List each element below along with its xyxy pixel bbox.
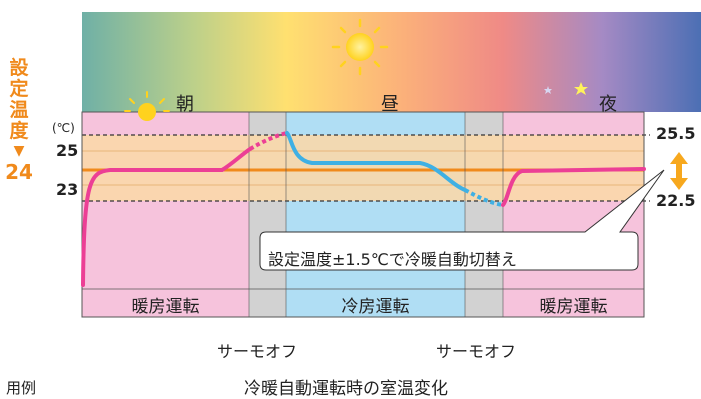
sun-icon-small bbox=[124, 91, 170, 121]
set-temperature-label: 設 定 温 度 ▼ 24 bbox=[2, 58, 36, 183]
sun-icon bbox=[331, 18, 389, 76]
thermo-off-curve-2 bbox=[464, 188, 504, 207]
axis-tick-upper: 25 bbox=[56, 141, 79, 160]
cooling-curve bbox=[285, 131, 467, 192]
heating-curve-1 bbox=[81, 147, 252, 287]
sky-band bbox=[82, 12, 701, 112]
diagram-caption: 冷暖自動運転時の室温変化 bbox=[244, 379, 448, 399]
legend-label: 用例 bbox=[6, 379, 37, 397]
time-label-morning: 朝 bbox=[176, 94, 194, 115]
callout-text: 設定温度±1.5℃で冷暖自動切替え bbox=[268, 250, 517, 269]
set-temperature-value: 24 bbox=[5, 160, 33, 184]
axis-tick-lower: 23 bbox=[56, 180, 79, 199]
set-temperature-char: 温 bbox=[9, 99, 29, 121]
mode-label-cooling: 冷房運転 bbox=[341, 297, 410, 317]
mode-label-heating: 暖房運転 bbox=[539, 297, 608, 317]
star-icon bbox=[574, 82, 588, 95]
double-arrow-icon bbox=[670, 152, 688, 190]
down-arrow-icon: ▼ bbox=[13, 143, 25, 159]
thermo-off-curve-1 bbox=[248, 131, 288, 151]
set-temperature-char: 設 bbox=[9, 57, 29, 79]
time-label-night: 夜 bbox=[599, 94, 617, 115]
heating-curve-2 bbox=[501, 167, 646, 207]
threshold-upper-label: 25.5 bbox=[656, 124, 696, 143]
set-temperature-char: 度 bbox=[9, 120, 29, 142]
time-label-noon: 昼 bbox=[381, 94, 399, 115]
callout-bubble bbox=[259, 169, 665, 271]
chart-frame bbox=[81, 111, 645, 318]
set-temperature-char: 定 bbox=[9, 78, 29, 100]
thermo-off-label: サーモオフ bbox=[436, 342, 517, 361]
thermo-off-label: サーモオフ bbox=[217, 342, 298, 361]
threshold-lower-label: 22.5 bbox=[656, 191, 696, 210]
unit-label: (℃) bbox=[52, 121, 75, 135]
mode-label-heating: 暖房運転 bbox=[131, 297, 200, 317]
star-icon bbox=[544, 86, 552, 94]
